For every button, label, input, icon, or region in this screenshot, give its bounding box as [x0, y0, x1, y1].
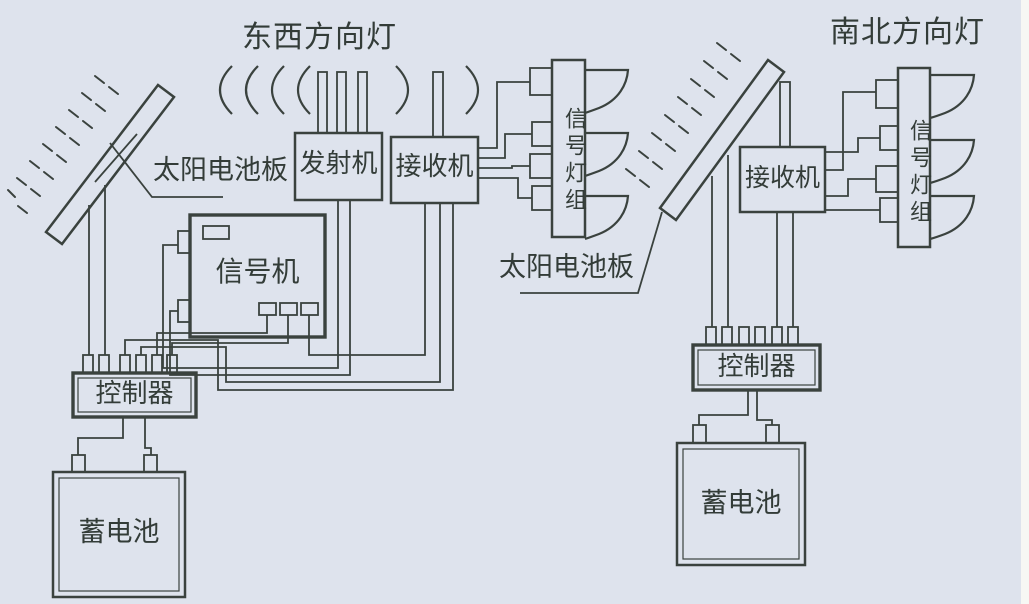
solar-label-leader-left [109, 142, 223, 198]
solar-label-leader-right [520, 211, 663, 294]
radio-wave-arcs-left [218, 65, 480, 115]
controller-box-left [71, 354, 198, 419]
receiver-label-left: 接收机 [395, 152, 474, 182]
signal-light-group-label-right: 信号灯组 [906, 119, 931, 227]
lamp-hood-icon [584, 131, 630, 178]
receiver-down-wires-right [776, 212, 794, 327]
transmitter-label: 发射机 [299, 149, 378, 179]
scan-paper-edge [1021, 0, 1029, 604]
lamp-hood-icon [929, 73, 976, 120]
controller-label-left: 控制器 [95, 379, 174, 409]
lamp-hood-icon [929, 138, 976, 185]
wiring-left [124, 200, 454, 391]
signal-machine-box [177, 213, 327, 339]
direction-light-label-left: 东西方向灯 [242, 20, 397, 55]
solar-panel-right-pole [711, 155, 729, 327]
battery-label-right: 蓄电池 [700, 488, 782, 519]
sun-rays-right [625, 42, 741, 188]
receiver-label-right: 接收机 [744, 163, 820, 192]
receiver-antenna-right-icon [779, 81, 791, 148]
battery-label-left: 蓄电池 [78, 517, 160, 548]
indicator-icon [202, 225, 230, 240]
solar-panel-label-right: 太阳电池板 [499, 252, 634, 283]
controller-label-right: 控制器 [717, 352, 796, 382]
receiver-to-lights-wires-right [825, 91, 880, 211]
lamp-hood-icon [584, 194, 630, 241]
direction-light-label-right: 南北方向灯 [830, 15, 985, 50]
solar-panel-right [658, 58, 786, 222]
receiver-to-lights-wires-left [478, 81, 532, 199]
receiver-box-left [389, 135, 480, 205]
battery-box-right [675, 390, 807, 567]
transmitter-antenna-icon [317, 71, 368, 134]
solar-panel-left-pole [88, 133, 138, 355]
signal-light-group-label-left: 信号灯组 [561, 107, 586, 215]
battery-box-left [51, 417, 187, 599]
signal-machine-label: 信号机 [215, 255, 300, 288]
solar-panel-label-left: 太阳电池板 [153, 155, 288, 186]
receiver-box-right [738, 145, 827, 214]
sun-rays-left [7, 75, 119, 214]
solar-panel-left [44, 83, 176, 246]
lamp-hood-icon [584, 68, 630, 115]
receiver-antenna-left-icon [432, 71, 444, 138]
signal-light-group-right [875, 66, 976, 249]
lamp-hood-icon [929, 194, 976, 241]
